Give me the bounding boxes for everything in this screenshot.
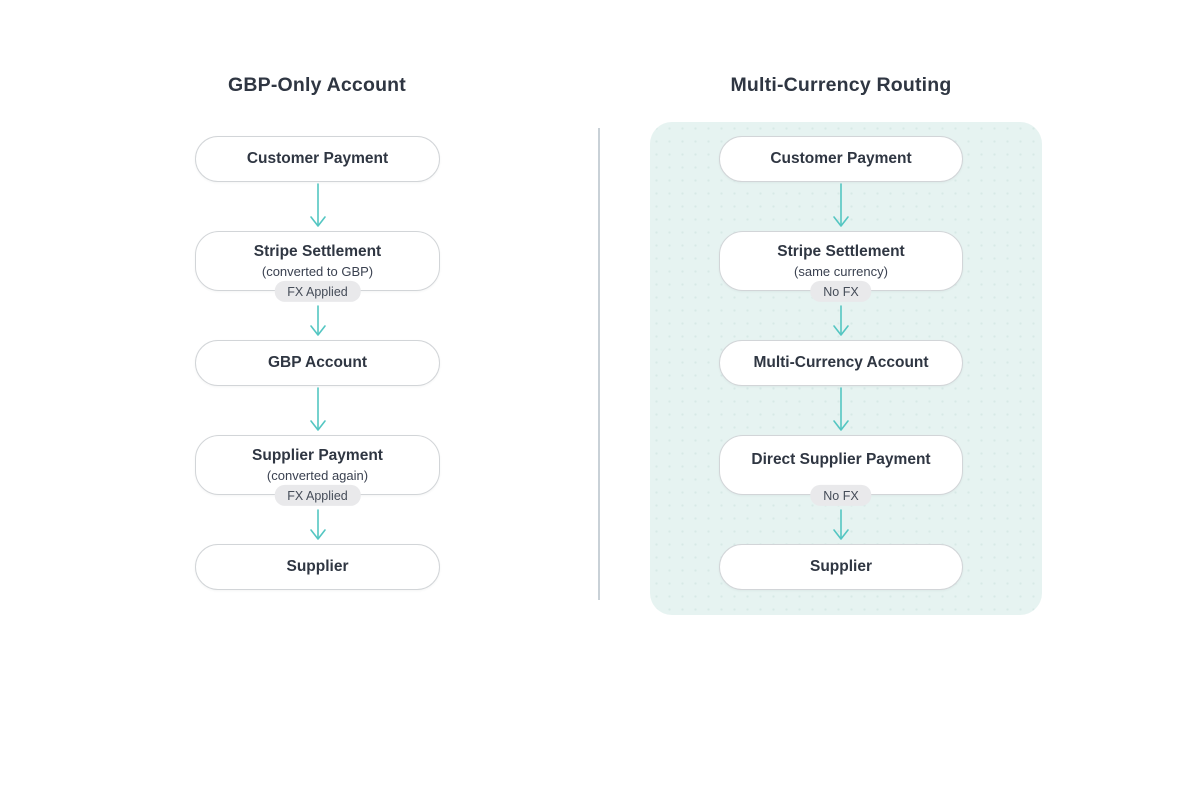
node-label: Stripe Settlement	[253, 243, 382, 260]
node-label: Customer Payment	[246, 150, 389, 167]
flow-node-direct-supplier-payment: Direct Supplier Payment No FX	[719, 435, 963, 506]
node-sublabel: (same currency)	[794, 264, 888, 279]
node-label: Direct Supplier Payment	[751, 451, 931, 468]
flow-node-stripe-settlement: Stripe Settlement (converted to GBP)FX Ap…	[195, 231, 440, 302]
flow-node-customer-payment: Customer Payment	[195, 136, 440, 182]
node-label: GBP Account	[267, 354, 368, 371]
flow-node-gbp-account: GBP Account	[195, 340, 440, 386]
down-arrow-icon	[833, 509, 849, 540]
node-sublabel: (converted again)	[266, 468, 369, 483]
fx-badge: FX Applied	[274, 484, 361, 506]
flow-arrow	[830, 386, 852, 435]
down-arrow-icon	[309, 387, 326, 431]
down-arrow-icon	[833, 183, 849, 227]
down-arrow-icon	[309, 305, 326, 336]
flow-node-stripe-settlement: Stripe Settlement (same currency)No FX	[719, 231, 963, 302]
flow-node-customer-payment: Customer Payment	[719, 136, 963, 182]
node-sublabel: (converted to GBP)	[261, 264, 374, 279]
down-arrow-icon	[309, 509, 326, 540]
fx-badge: No FX	[810, 484, 872, 506]
column-divider	[598, 128, 600, 600]
right-column-title: Multi-Currency Routing	[730, 74, 952, 96]
flow-node-supplier: Supplier	[195, 544, 440, 590]
flow-arrow	[830, 495, 852, 544]
node-label: Customer Payment	[770, 150, 912, 167]
flow-arrow	[307, 495, 329, 544]
flow-node-supplier: Supplier	[719, 544, 963, 590]
flow-node-multi-currency-account: Multi-Currency Account	[719, 340, 963, 386]
fx-badge: No FX	[810, 280, 872, 302]
down-arrow-icon	[833, 305, 849, 336]
node-label: Multi-Currency Account	[753, 354, 929, 371]
down-arrow-icon	[309, 183, 326, 227]
flow-node-supplier-payment: Supplier Payment (converted again)FX Appl…	[195, 435, 440, 506]
flow-arrow	[307, 291, 329, 340]
flow-arrow	[307, 386, 329, 435]
node-label: Supplier Payment	[252, 447, 383, 464]
fx-badge: FX Applied	[274, 280, 361, 302]
node-label: Supplier	[809, 558, 872, 575]
flow-arrow	[830, 182, 852, 231]
node-label: Supplier	[286, 558, 349, 575]
flow-arrow	[307, 182, 329, 231]
down-arrow-icon	[833, 387, 849, 431]
flow-arrow	[830, 291, 852, 340]
left-column-title: GBP-Only Account	[228, 74, 406, 96]
node-label: Stripe Settlement	[777, 243, 905, 260]
